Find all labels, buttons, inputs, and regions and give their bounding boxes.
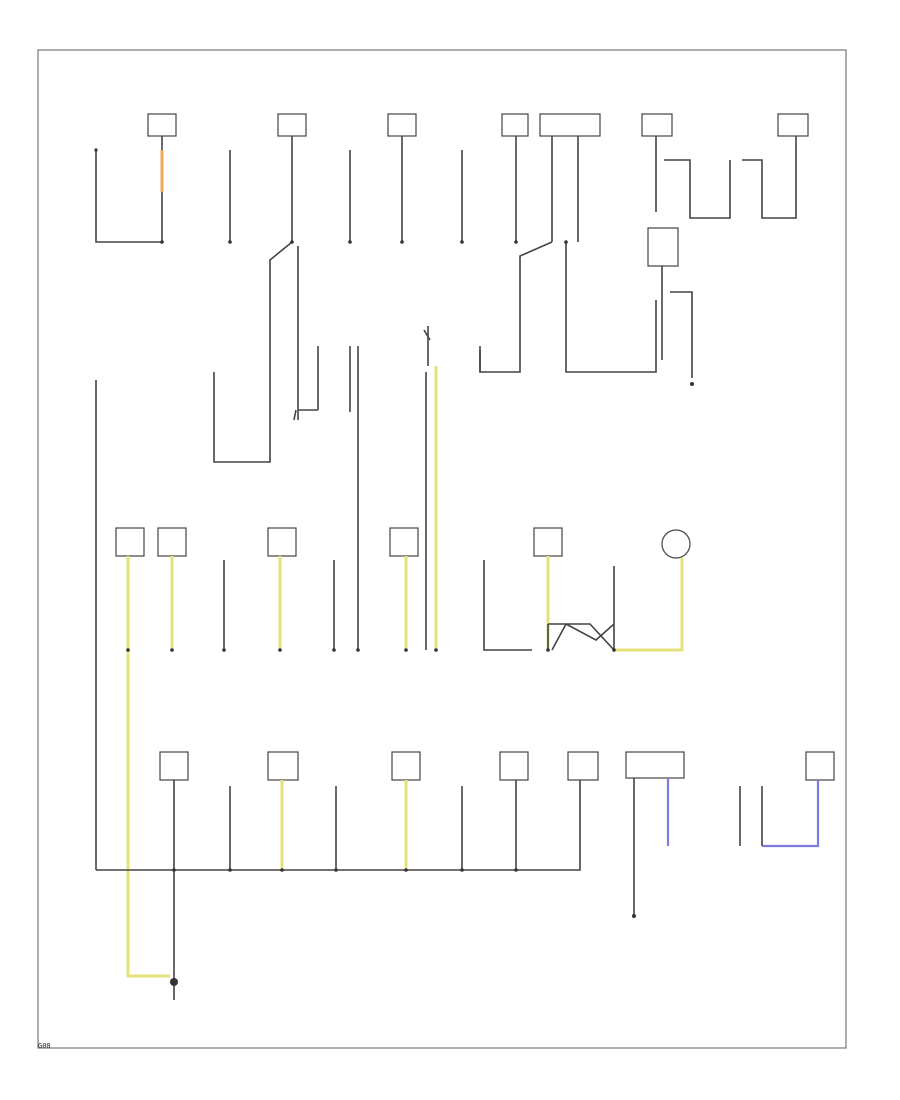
component-box — [533, 527, 563, 557]
main-ground-point — [170, 978, 178, 986]
component-round — [661, 529, 691, 559]
top-row-components — [147, 113, 809, 267]
top-ground-dots — [94, 148, 694, 386]
component-box — [267, 527, 297, 557]
component-box — [641, 113, 673, 137]
component-box — [267, 751, 299, 781]
bottom-ground-dots — [170, 868, 636, 986]
component-box — [115, 527, 145, 557]
component-box — [625, 751, 685, 779]
middle-row-wires — [126, 556, 684, 978]
component-box — [647, 227, 679, 267]
bottom-row-wires — [96, 778, 820, 1000]
diagram-id: G00 — [38, 1042, 51, 1050]
component-box — [567, 751, 599, 781]
component-box — [539, 113, 601, 137]
middle-ground-dots — [126, 648, 616, 652]
component-box — [157, 527, 187, 557]
component-box — [277, 113, 307, 137]
component-box — [389, 527, 419, 557]
component-box — [159, 751, 189, 781]
upper-middle-wires — [95, 246, 481, 870]
component-box — [805, 751, 835, 781]
diagram-frame — [37, 49, 847, 1049]
component-box — [501, 113, 529, 137]
component-box — [147, 113, 177, 137]
component-box — [777, 113, 809, 137]
bottom-row-components — [159, 751, 835, 781]
top-row-wires — [95, 136, 797, 463]
component-box — [387, 113, 417, 137]
component-box — [499, 751, 529, 781]
middle-row-components — [115, 527, 691, 559]
component-box — [391, 751, 421, 781]
